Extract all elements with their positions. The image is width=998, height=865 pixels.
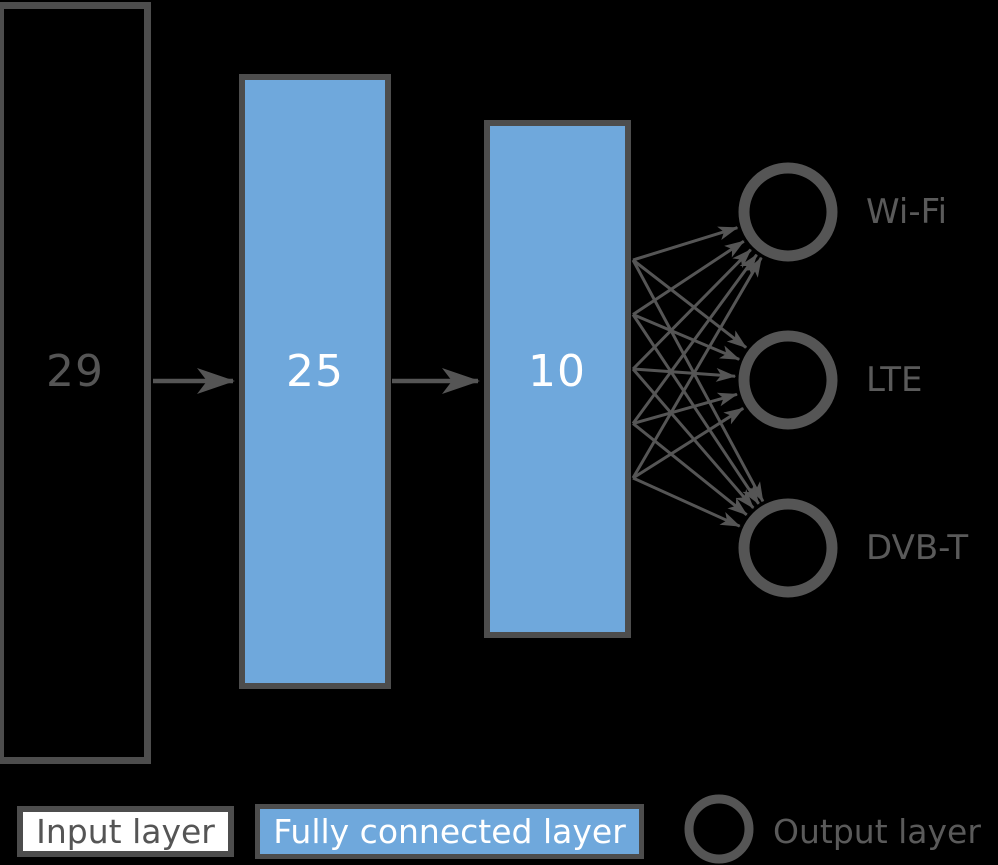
- connection-arrow-4-1: [632, 407, 745, 480]
- connection-arrow-2-0: [631, 248, 752, 371]
- connection-arrow-1-2: [631, 313, 760, 505]
- connection-arrow-4-0: [631, 256, 763, 479]
- legend-output-circle: [684, 794, 754, 864]
- connection-arrow-0-1: [632, 258, 748, 349]
- fc-layer-2-size-label: 10: [528, 346, 586, 397]
- connection-arrow-3-1: [632, 392, 738, 425]
- fc-layer-1-size-label: 25: [286, 346, 344, 397]
- legend-fully-connected-label: Fully connected layer: [273, 812, 626, 851]
- input-layer-size-label: 29: [46, 346, 104, 397]
- legend-output-layer-label: Output layer: [773, 812, 981, 851]
- connection-arrow-0-2: [631, 259, 765, 503]
- legend-input-layer-label: Input layer: [36, 812, 215, 851]
- connection-arrow-4-2: [632, 476, 741, 528]
- connection-arrow-3-2: [632, 422, 748, 516]
- legend-fully-connected-swatch: Fully connected layer: [255, 804, 644, 859]
- output-node-circle-wifi: [738, 162, 838, 262]
- fully-connected-layer-1-box: [239, 74, 391, 689]
- connection-arrow-2-2: [631, 368, 755, 509]
- connection-arrow-3-0: [631, 253, 758, 425]
- input-layer-box: [0, 2, 151, 764]
- connection-arrow-1-1: [632, 313, 741, 361]
- legend-input-layer-swatch: Input layer: [17, 806, 234, 857]
- connection-arrow-2-1: [632, 367, 737, 382]
- output-node-circle-dvbt: [738, 498, 838, 598]
- output-node-label-wifi: Wi-Fi: [866, 192, 948, 232]
- fully-connected-layer-2-box: [484, 120, 631, 638]
- connection-arrow-0-0: [632, 226, 739, 262]
- output-node-circle-lte: [738, 330, 838, 430]
- output-node-label-lte: LTE: [866, 360, 923, 400]
- output-node-label-dvbt: DVB-T: [866, 528, 969, 568]
- connection-arrow-1-0: [632, 239, 745, 316]
